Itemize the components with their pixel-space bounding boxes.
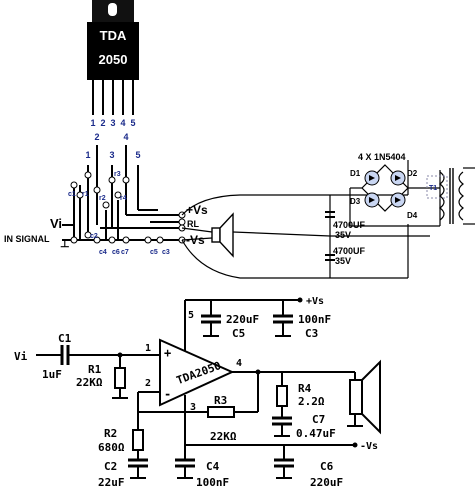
tda2050-package: TDA 2050 1 2 3 4 5	[87, 0, 139, 128]
pcb-vs-minus: -Vs	[186, 233, 205, 247]
pcb-pin-2: 2	[94, 132, 99, 142]
bridge-title: 4 X 1N5404	[358, 152, 406, 162]
power-supply-wiring	[181, 160, 430, 279]
pcb-ground-symbol: ⊥	[60, 238, 70, 250]
pcb-pin-1: 1	[85, 150, 90, 160]
sch-vs-pos: +Vs	[306, 296, 324, 307]
pcb-r1: r1	[82, 191, 89, 198]
pcb-pin-3: 3	[109, 150, 114, 160]
chip-body	[87, 22, 139, 80]
sch-c6-value: 220uF	[310, 476, 343, 489]
pcb-component-labels: c1 r1 r2 r3 r4 c2 c4 c6 c7 c5 c3	[68, 171, 170, 256]
sch-r4-label: R4	[298, 382, 312, 395]
pcb-c5: c5	[150, 249, 158, 256]
sch-pin4: 4	[236, 358, 242, 369]
schematic: +Vs 5 220uF C5 100nF C3 TDA2050 + - Vi C…	[14, 296, 381, 489]
sch-r2-label: R2	[104, 427, 117, 440]
cap-bot-voltage: 35V	[335, 256, 351, 266]
chip-tab-hole	[108, 3, 117, 16]
pcb-c1: c1	[68, 191, 76, 198]
chip-pin-1: 1	[90, 118, 95, 128]
sch-c2-label: C2	[104, 460, 117, 473]
cap-bot-value: 4700UF	[333, 246, 366, 256]
sch-minus: -	[164, 387, 171, 401]
pcb-r3: r3	[114, 171, 121, 178]
chip-pin-2: 2	[100, 118, 105, 128]
sch-c1-label: C1	[58, 332, 72, 345]
chip-pin-4: 4	[120, 118, 125, 128]
pcb-rl-label: RL	[187, 219, 199, 229]
transformer-label: T1	[429, 185, 437, 192]
sch-r3-label: R3	[214, 394, 227, 407]
sch-r3-value: 22KΩ	[210, 430, 237, 443]
pcb-c2: c2	[90, 233, 98, 240]
d3-label: D3	[350, 197, 361, 206]
sch-c7-value: 0.47uF	[296, 427, 336, 440]
sch-pin3: 3	[190, 402, 196, 413]
sch-speaker	[347, 359, 381, 435]
transformer: T1	[426, 167, 475, 226]
sch-c3-value: 100nF	[298, 313, 331, 326]
sch-vs-neg: -Vs	[360, 441, 378, 452]
sch-pin1: 1	[145, 343, 151, 354]
pcb-vs-plus: +Vs	[186, 203, 208, 217]
sch-c5-value: 220uF	[226, 313, 259, 326]
sch-pin2: 2	[145, 378, 151, 389]
cap-top-value: 4700UF	[333, 220, 366, 230]
sch-c2-value: 22uF	[98, 476, 125, 489]
sch-pin5: 5	[188, 310, 194, 321]
pcb-pin-5: 5	[135, 150, 140, 160]
sch-c7-label: C7	[312, 413, 325, 426]
filter-capacitors: 4700UF 35V 4700UF 35V	[325, 211, 366, 266]
pcb-pin-4: 4	[123, 132, 128, 142]
sch-c5-label: C5	[232, 327, 245, 340]
in-signal-label: IN SIGNAL	[4, 234, 50, 244]
bridge-rectifier: 4 X 1N5404 D1 D2 D3 D4	[349, 152, 440, 227]
upper-speaker	[211, 212, 234, 258]
sch-r1-value: 22KΩ	[76, 376, 103, 389]
d1-label: D1	[350, 169, 361, 178]
sch-r2-value: 680Ω	[98, 441, 125, 454]
pcb-c7: c7	[121, 249, 129, 256]
d2-label: D2	[407, 169, 418, 178]
d4-label: D4	[407, 211, 418, 220]
pcb-pads	[70, 171, 186, 244]
pcb-r4: r4	[120, 195, 127, 202]
chip-part: 2050	[99, 52, 128, 67]
pcb-vi-label: Vi	[50, 216, 62, 231]
pcb-c3: c3	[162, 249, 170, 256]
chip-title: TDA	[100, 28, 127, 43]
sch-c4-label: C4	[206, 460, 220, 473]
chip-pin-numbers: 1 2 3 4 5	[90, 118, 135, 128]
pcb-r2: r2	[99, 195, 106, 202]
sch-c3-label: C3	[305, 327, 318, 340]
sch-vi: Vi	[14, 350, 28, 363]
chip-pin-3: 3	[110, 118, 115, 128]
sch-c1-value: 1uF	[42, 368, 62, 381]
sch-plus: +	[164, 346, 171, 360]
sch-c4-value: 100nF	[196, 476, 229, 489]
sch-r4-value: 2.2Ω	[298, 395, 325, 408]
pcb-c6: c6	[112, 249, 120, 256]
sch-r1-label: R1	[88, 363, 102, 376]
pcb-c4: c4	[99, 249, 107, 256]
tda2050-opamp	[159, 338, 235, 407]
pcb-layout: 2 4 1 3 5	[4, 132, 208, 256]
sch-c6-label: C6	[320, 460, 334, 473]
chip-pin-5: 5	[130, 118, 135, 128]
chip-legs	[92, 80, 134, 115]
cap-top-voltage: 35V	[335, 230, 351, 240]
